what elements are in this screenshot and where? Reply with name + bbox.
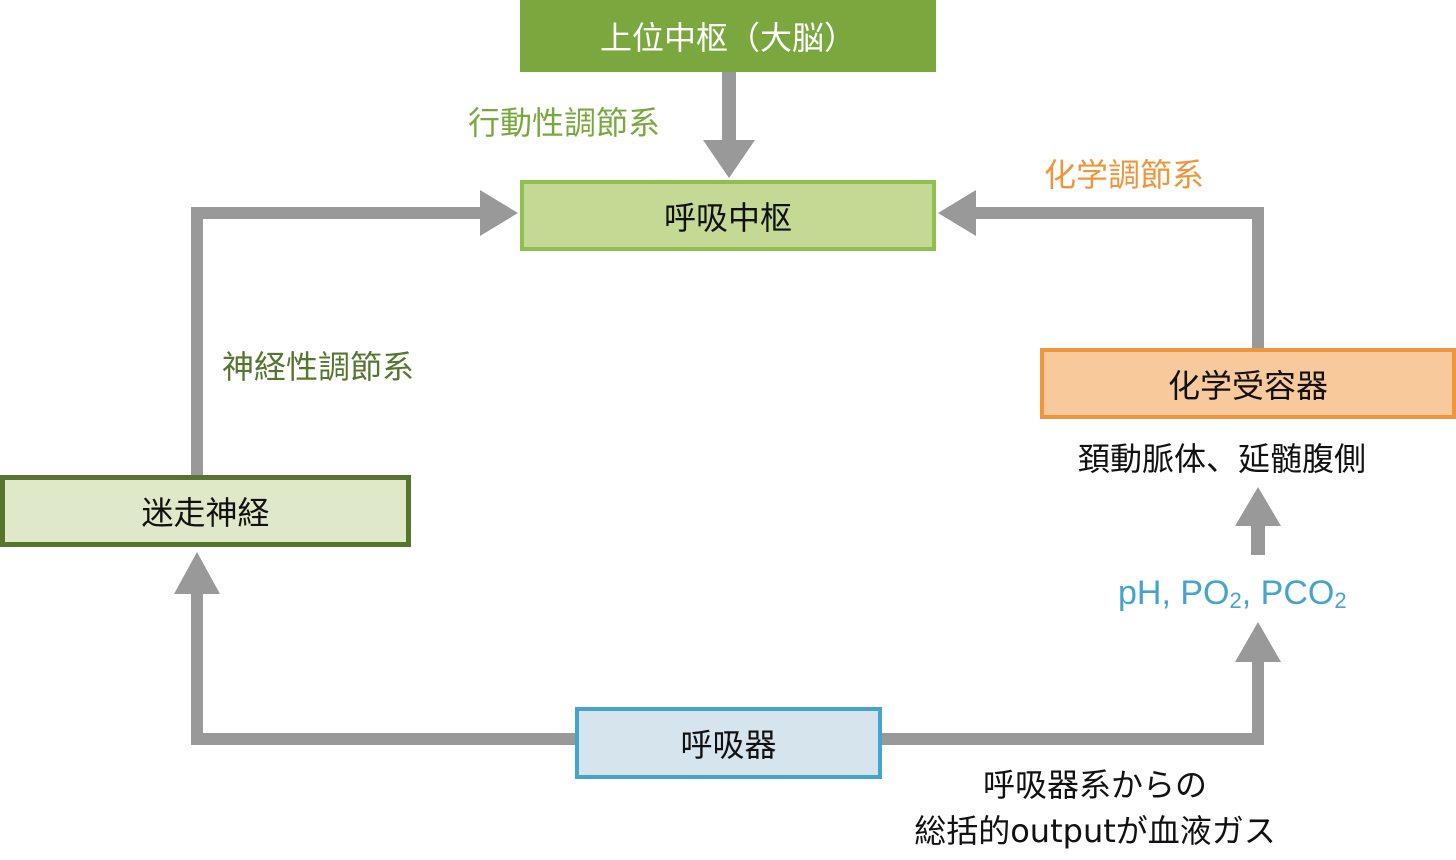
output-annotation-line1: 呼吸器系からの xyxy=(982,766,1207,804)
node-respiratory-organ: 呼吸器 xyxy=(575,707,882,779)
output-annotation: 呼吸器系からの 総括的outputが血液ガス xyxy=(880,762,1310,854)
blood-gas-parameters: pH, PO2, PCO2 xyxy=(1118,574,1347,614)
connector-vagus-vertical xyxy=(191,207,203,475)
node-respiratory-center: 呼吸中枢 xyxy=(520,180,936,251)
node-respiratory-organ-label: 呼吸器 xyxy=(680,726,777,764)
connector-upper-to-center xyxy=(722,72,736,142)
edge-label-neural: 神経性調節系 xyxy=(222,348,415,386)
node-vagus-nerve-label: 迷走神経 xyxy=(141,494,270,532)
connector-organ-left-vertical xyxy=(191,592,203,745)
node-chemoreceptor-label: 化学受容器 xyxy=(1167,366,1328,405)
connector-gases-to-chemo xyxy=(1251,525,1265,555)
node-vagus-nerve: 迷走神経 xyxy=(0,475,411,547)
arrowhead-right-icon xyxy=(480,190,518,236)
node-upper-center-label: 上位中枢（大脳） xyxy=(599,19,856,57)
gas-po2-subscript: 2 xyxy=(1229,588,1242,613)
node-chemoreceptor: 化学受容器 xyxy=(1040,348,1456,419)
edge-label-behavioral: 行動性調節系 xyxy=(468,104,661,142)
connector-chemo-horizontal xyxy=(975,207,1264,219)
arrowhead-up-icon xyxy=(174,552,220,594)
arrowhead-left-icon xyxy=(938,190,976,236)
arrowhead-up-icon xyxy=(1235,487,1281,526)
node-upper-center: 上位中枢（大脳） xyxy=(520,0,936,72)
gas-po2: PO xyxy=(1180,574,1230,612)
connector-chemo-vertical xyxy=(1252,207,1264,348)
connector-vagus-horizontal xyxy=(191,207,483,219)
edge-label-chemical: 化学調節系 xyxy=(1044,156,1205,194)
arrowhead-down-icon xyxy=(703,140,755,178)
node-respiratory-center-label: 呼吸中枢 xyxy=(663,198,792,237)
connector-organ-right-vertical xyxy=(1252,660,1264,745)
gas-ph: pH, xyxy=(1118,574,1181,612)
gas-pco2-subscript: 2 xyxy=(1334,588,1347,613)
connector-organ-right-horizontal xyxy=(882,733,1264,745)
arrowhead-up-icon xyxy=(1235,622,1281,662)
gas-separator: , xyxy=(1241,574,1261,612)
gas-pco2: PCO xyxy=(1260,574,1335,612)
chemoreceptor-sites-annotation: 頚動脈体、延髄腹側 xyxy=(1078,440,1367,478)
connector-organ-left-horizontal xyxy=(191,733,575,745)
output-annotation-line2: 総括的outputが血液ガス xyxy=(914,812,1276,850)
